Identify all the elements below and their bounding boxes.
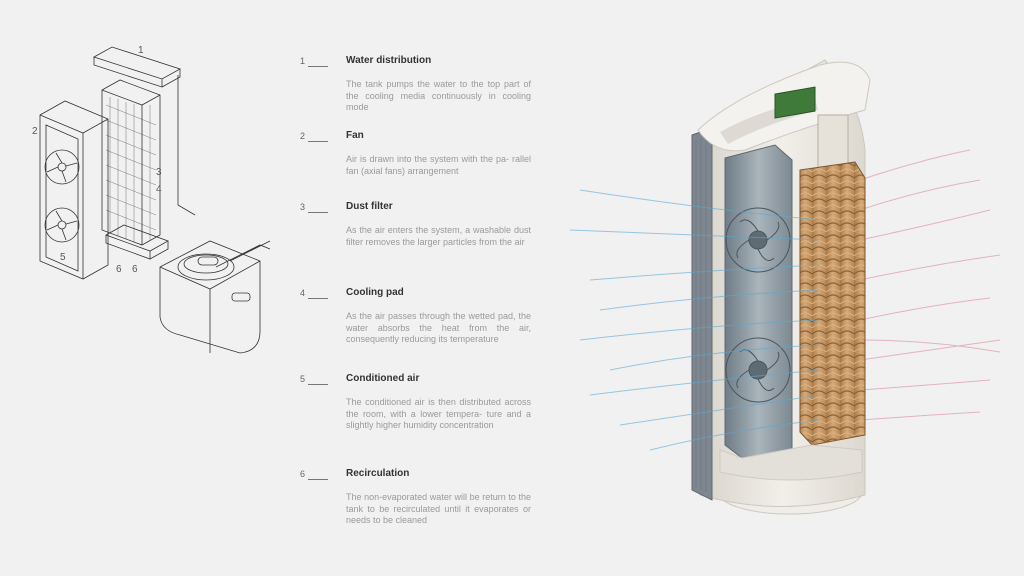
step-rule bbox=[308, 66, 328, 67]
step-rule bbox=[308, 479, 328, 480]
step-number: 3 bbox=[300, 202, 306, 212]
callout-3: 3 bbox=[156, 167, 162, 178]
step-title: Water distribution bbox=[346, 55, 432, 66]
step-title: Dust filter bbox=[346, 201, 393, 212]
step-title: Conditioned air bbox=[346, 373, 420, 384]
step-number: 1 bbox=[300, 56, 306, 66]
cutaway-illustration bbox=[569, 59, 1001, 515]
callout-5: 5 bbox=[60, 252, 66, 263]
callout-1: 1 bbox=[138, 45, 144, 56]
callout-2: 2 bbox=[32, 126, 38, 137]
step-rule bbox=[308, 141, 328, 142]
step-rule bbox=[308, 298, 328, 299]
step-number: 6 bbox=[300, 469, 306, 479]
step-description: The conditioned air is then distributed … bbox=[346, 397, 531, 430]
step-description: As the air passes through the wetted pad… bbox=[346, 311, 531, 344]
exploded-view-drawing: 1 2 3 4 5 6 6 bbox=[20, 35, 280, 365]
step-number: 5 bbox=[300, 374, 306, 384]
step-description: The tank pumps the water to the top part… bbox=[346, 79, 531, 112]
callout-6: 6 bbox=[116, 264, 122, 275]
callout-6b: 6 bbox=[132, 264, 138, 275]
step-description: Air is drawn into the system with the pa… bbox=[346, 154, 531, 176]
step-rule bbox=[308, 212, 328, 213]
step-rule bbox=[308, 384, 328, 385]
step-description: As the air enters the system, a washable… bbox=[346, 225, 531, 247]
step-title: Fan bbox=[346, 130, 364, 141]
step-title: Cooling pad bbox=[346, 287, 404, 298]
step-title: Recirculation bbox=[346, 468, 410, 479]
step-description: The non-evaporated water will be return … bbox=[346, 492, 531, 525]
exploded-line-art bbox=[39, 46, 271, 354]
step-number: 4 bbox=[300, 288, 306, 298]
cutaway-render bbox=[560, 40, 1024, 560]
step-number: 2 bbox=[300, 131, 306, 141]
callout-4: 4 bbox=[156, 184, 162, 195]
